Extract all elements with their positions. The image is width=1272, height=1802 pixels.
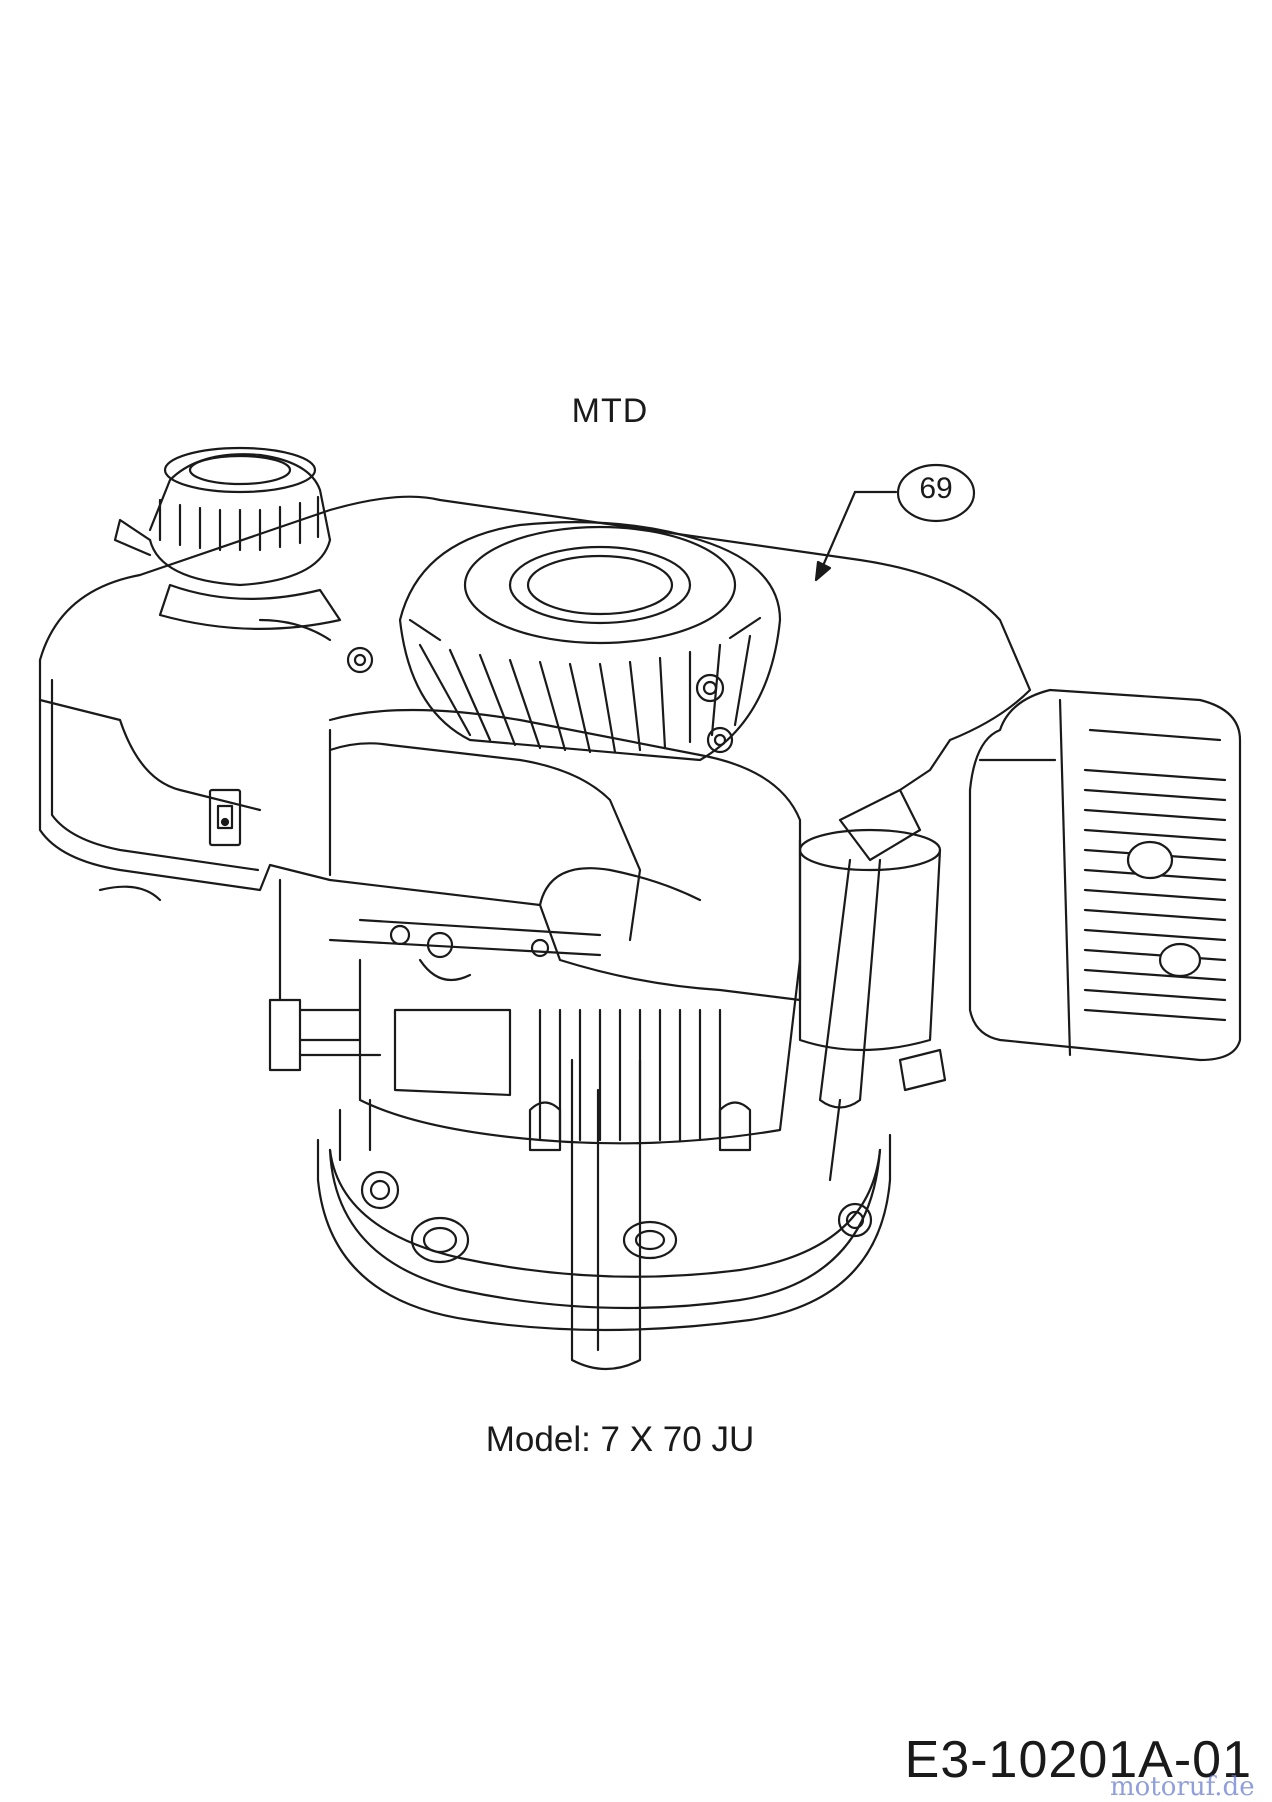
muffler [968, 688, 1242, 1062]
model-label: Model: 7 X 70 JU [485, 1420, 755, 1459]
side-components [798, 828, 947, 1092]
callout-leader-69 [814, 490, 898, 582]
crankcase-base [316, 1098, 892, 1332]
maker-label: MTD [571, 392, 649, 430]
recoil-starter [346, 521, 782, 762]
watermark: motoruf.de [1110, 1772, 1255, 1802]
governor-linkage [268, 878, 602, 1072]
callout-bubble-69 [896, 463, 976, 523]
oil-dipstick [818, 788, 922, 1182]
fuel-cap [113, 446, 342, 630]
output-shaft [570, 1058, 642, 1370]
engine-shroud [38, 495, 1032, 1002]
callout-number-69: 69 [919, 472, 953, 505]
drawing-id: E3-10201A-01 [904, 1731, 1252, 1789]
cylinder-block [358, 958, 802, 1152]
